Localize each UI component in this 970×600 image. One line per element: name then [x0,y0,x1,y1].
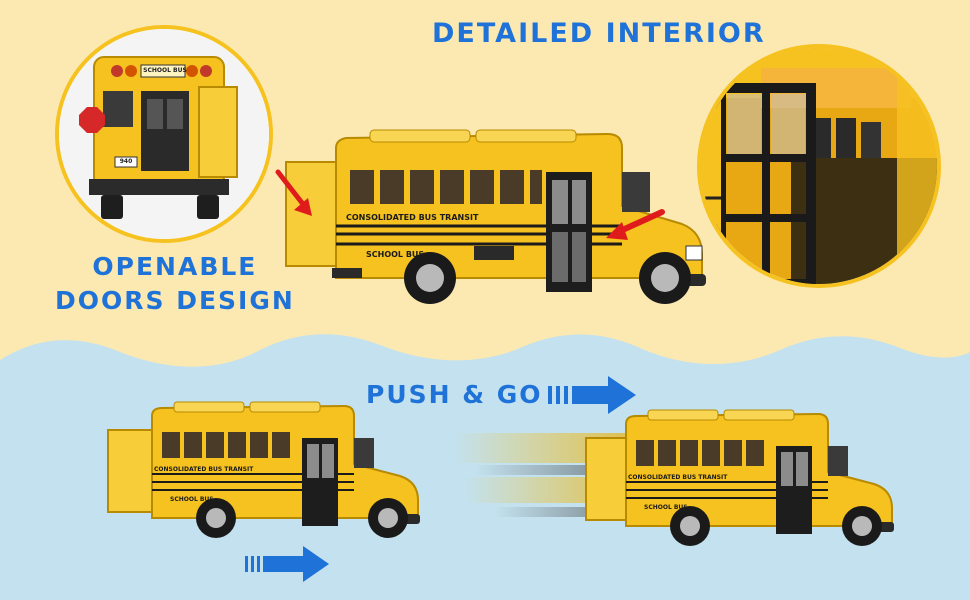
bottom-right-school-label: SCHOOL BUS [644,504,688,511]
red-arrow-rear-door [275,169,312,216]
bottom-right-transit-label: CONSOLIDATED BUS TRANSIT [628,474,728,481]
heading-push-and-go: PUSH & GO [366,380,543,409]
heading-detailed-interior: DETAILED INTERIOR [432,18,766,49]
heading-openable-line1: OPENABLE [92,252,258,281]
bottom-right-bus-illustration [585,409,894,546]
heading-openable-line2: DOORS DESIGN [55,286,295,315]
bottom-left-transit-label: CONSOLIDATED BUS TRANSIT [154,466,254,473]
rear-school-bus-label: SCHOOL BUS [143,67,187,74]
bottom-left-bus-illustration [107,401,420,538]
red-arrow-front-door [606,209,665,240]
bus-rear-illustration [59,29,269,239]
bottom-left-school-label: SCHOOL BUS [170,496,214,503]
main-bus-illustration [285,129,706,304]
bus-interior-illustration [701,48,937,284]
main-bus-transit-label: CONSOLIDATED BUS TRANSIT [346,213,479,222]
main-bus-school-label: SCHOOL BUS [366,250,425,259]
rear-view-photo: SCHOOL BUS 940 [55,25,273,243]
interior-closeup-photo [697,44,941,288]
heading-openable-doors: OPENABLE DOORS DESIGN [55,250,295,318]
blue-arrow-bottom-icon [245,546,329,582]
blue-arrow-icon [548,376,636,414]
rear-number-label: 940 [119,158,133,165]
